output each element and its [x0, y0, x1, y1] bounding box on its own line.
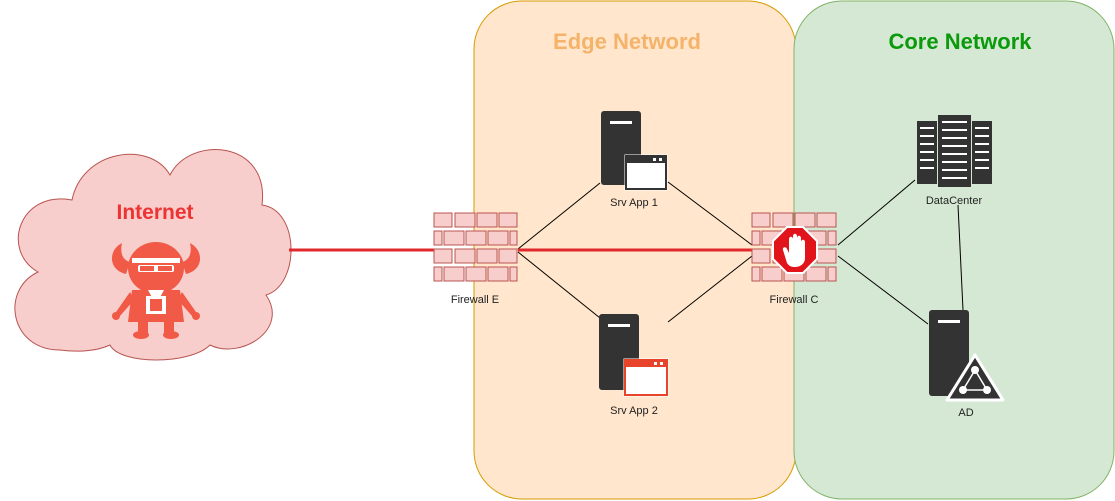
ad-label: AD — [958, 407, 973, 419]
srv-app-2-label: Srv App 2 — [610, 405, 658, 417]
brick-firewall-icon — [433, 212, 518, 282]
link-srv-app-2-firewall-c — [667, 255, 753, 323]
firewall-c[interactable]: Firewall C — [751, 212, 837, 306]
link-firewall-e-srv-app-1 — [517, 182, 601, 250]
datacenter[interactable]: DataCenter — [917, 115, 992, 207]
server-app-icon — [601, 111, 668, 191]
firewall-c-label: Firewall C — [770, 294, 819, 306]
srv-app-2[interactable]: Srv App 2 — [599, 314, 669, 417]
link-firewall-c-ad — [837, 255, 929, 325]
stop-hand-icon — [772, 226, 818, 274]
server-app-icon — [599, 314, 669, 397]
links — [517, 179, 964, 325]
link-datacenter-ad — [957, 204, 964, 311]
edge-network-title: Edge Netword — [553, 29, 701, 54]
link-srv-app-1-firewall-c — [667, 181, 753, 246]
link-firewall-e-srv-app-2 — [517, 251, 601, 319]
core-network-zone: Core Network — [793, 0, 1115, 500]
core-network-title: Core Network — [888, 29, 1032, 54]
firewall-e-label: Firewall E — [451, 294, 499, 306]
firewall-e[interactable]: Firewall E — [433, 212, 518, 306]
directory-server-icon — [929, 310, 1005, 402]
internet-title: Internet — [116, 201, 193, 224]
srv-app-1[interactable]: Srv App 1 — [601, 111, 668, 209]
ad[interactable]: AD — [929, 310, 1005, 419]
datacenter-label: DataCenter — [926, 195, 983, 207]
internet-cloud: Internet — [14, 149, 292, 361]
srv-app-1-label: Srv App 1 — [610, 197, 658, 209]
link-firewall-c-datacenter — [837, 179, 916, 246]
datacenter-icon — [917, 115, 992, 187]
hacker-devil-icon — [111, 242, 201, 339]
